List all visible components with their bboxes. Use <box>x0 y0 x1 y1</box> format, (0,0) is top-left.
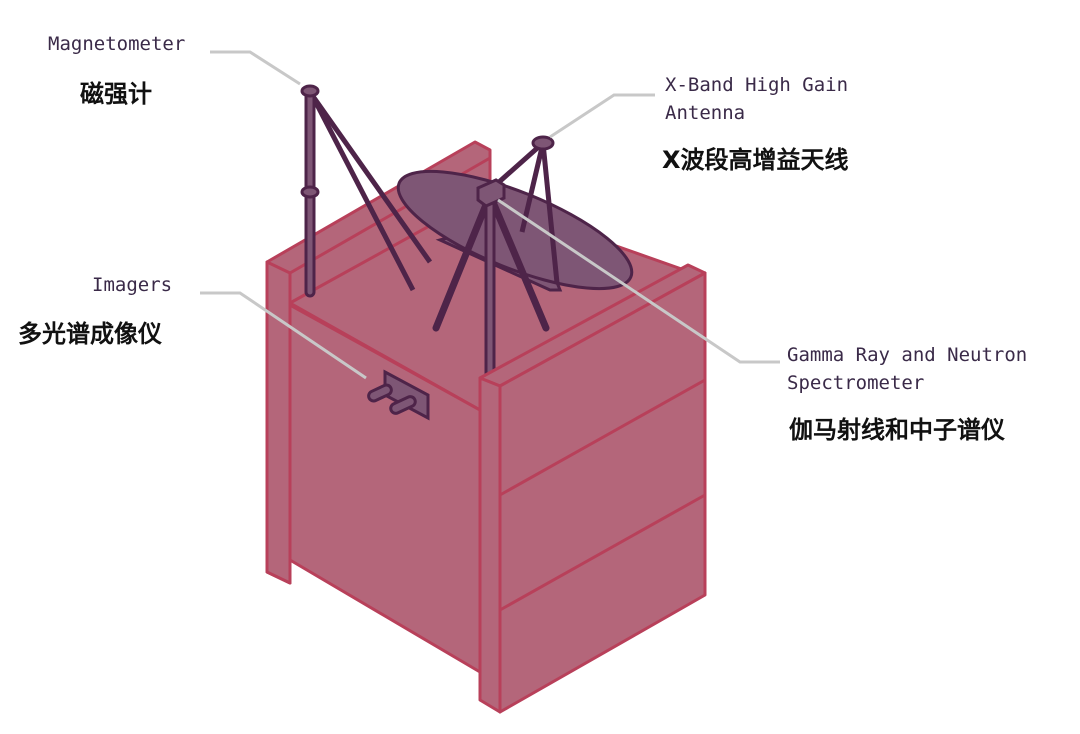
left-panel-edge <box>265 260 292 585</box>
imagers <box>367 369 430 421</box>
label-imagers: Imagers <box>92 274 173 296</box>
leader-imagers <box>200 291 367 380</box>
label-antenna-zh: X波段高增益天线 <box>662 146 849 174</box>
right-panel-edge <box>478 376 502 714</box>
leader-gamma <box>497 198 780 364</box>
label-magnetometer-zh: 磁强计 <box>80 80 152 108</box>
label-gamma-zh: 伽马射线和中子谱仪 <box>789 416 1005 444</box>
gamma-ray-spectrometer <box>432 178 550 382</box>
right-face <box>498 271 707 714</box>
label-magnetometer: Magnetometer <box>48 33 186 55</box>
leader-magnetometer <box>210 50 301 86</box>
label-antenna: X-Band High Gain Antenna <box>665 74 849 124</box>
label-gamma: Gamma Ray and Neutron Spectrometer <box>787 344 1028 394</box>
label-imagers-zh: 多光谱成像仪 <box>18 320 162 348</box>
leader-antenna <box>549 93 655 139</box>
magnetometer <box>300 84 433 298</box>
